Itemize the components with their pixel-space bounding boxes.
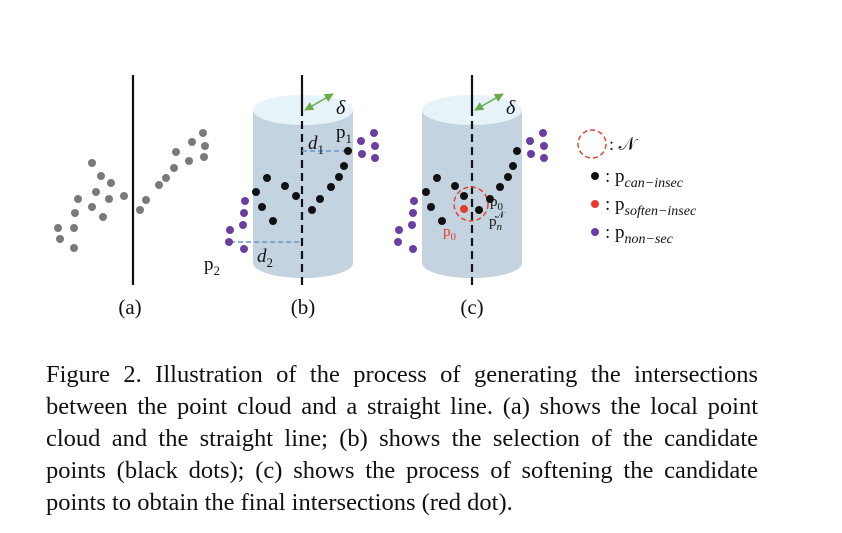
candidate-points-c	[422, 147, 521, 225]
panel-a: (a)	[54, 75, 209, 319]
delta-arrow-c	[474, 93, 504, 111]
d2-label: d2	[257, 246, 273, 270]
panel-c: δ	[394, 75, 548, 319]
figure-diagram: (a) δ	[54, 75, 697, 319]
legend-red-dot	[591, 200, 599, 208]
delta-label-c: δ	[506, 97, 516, 119]
legend-soften-insec-label: : psoften−insec	[605, 194, 697, 219]
legend-neighborhood-label: : 𝒩	[609, 134, 639, 154]
candidate-points-b	[252, 147, 352, 225]
panel-b-label: (b)	[291, 295, 316, 319]
delta-arrow-b	[304, 93, 334, 111]
pn-label: pn𝒩	[489, 210, 506, 233]
panel-c-label: (c)	[460, 295, 483, 319]
legend-purple-dot	[591, 228, 599, 236]
non-sec-points-b	[225, 129, 379, 253]
figure-caption: Figure 2. Illustration of the process of…	[46, 361, 758, 516]
non-sec-points-c	[394, 129, 548, 253]
p1-label: p1	[336, 122, 352, 146]
legend-neighborhood-symbol	[577, 129, 607, 159]
panel-b: δ	[204, 75, 379, 319]
point-cloud-a	[54, 129, 209, 252]
neighborhood-circle-c	[453, 186, 489, 222]
soften-intersection-point-c	[460, 205, 468, 213]
legend: : 𝒩 : pcan−insec : psoften−insec : pnon−…	[577, 129, 697, 247]
legend-black-dot	[591, 172, 599, 180]
legend-can-insec-label: : pcan−insec	[605, 166, 684, 191]
d1-label: d1	[308, 133, 324, 157]
delta-label-b: δ	[336, 97, 346, 119]
panel-a-label: (a)	[118, 295, 141, 319]
legend-non-sec-label: : pnon−sec	[605, 222, 674, 247]
p0-black-label: p0	[490, 194, 504, 213]
p2-label: p2	[204, 254, 220, 278]
p0-red-label: p0	[443, 224, 457, 243]
